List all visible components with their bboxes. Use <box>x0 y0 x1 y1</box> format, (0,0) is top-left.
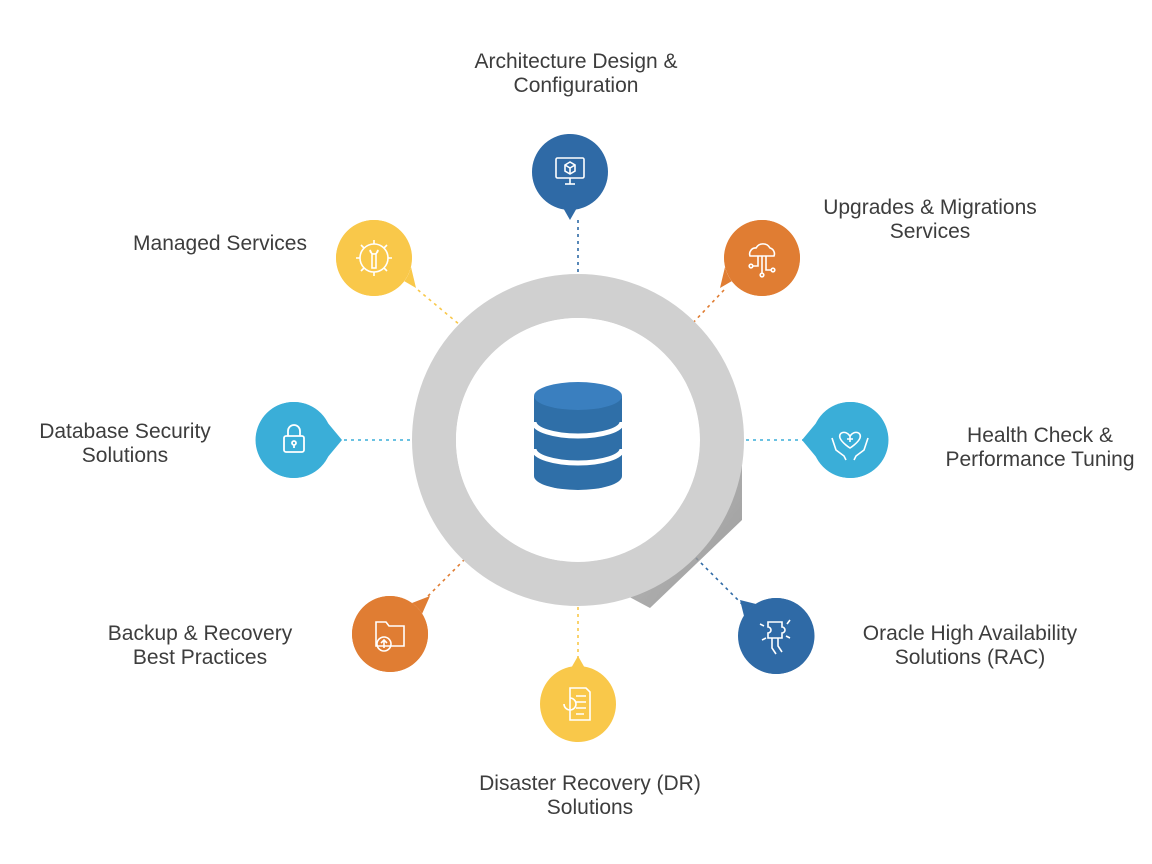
label-backup-line2: Best Practices <box>132 646 268 669</box>
puzzle-hand-icon <box>759 619 791 655</box>
label-upgrades: Upgrades & Migrations Services <box>790 196 1070 244</box>
folder-upload-icon <box>375 621 405 652</box>
label-architecture-line1: Architecture Design & <box>474 50 678 73</box>
label-oracle-line2: Solutions (RAC) <box>894 646 1046 669</box>
lock-icon <box>283 424 305 453</box>
connector-lines <box>344 220 812 660</box>
connector-oracle <box>695 557 743 605</box>
document-recovery-icon <box>563 687 591 721</box>
label-oracle: Oracle High Availability Solutions (RAC) <box>830 622 1110 670</box>
label-health-line2: Performance Tuning <box>945 448 1135 471</box>
monitor-cube-icon <box>555 157 585 185</box>
label-architecture: Architecture Design & Configuration <box>426 50 726 98</box>
heart-hands-icon <box>831 431 869 461</box>
label-health: Health Check & Performance Tuning <box>930 424 1150 472</box>
node-dbsecurity[interactable] <box>255 401 342 478</box>
label-dr: Disaster Recovery (DR) Solutions <box>440 772 740 820</box>
label-dbsecurity-line2: Solutions <box>81 444 169 467</box>
connector-upgrades <box>689 289 725 327</box>
connector-backup <box>427 555 469 597</box>
database-icon <box>531 382 625 490</box>
label-dr-line1: Disaster Recovery (DR) <box>479 772 701 795</box>
cloud-network-icon <box>748 243 776 278</box>
label-managed-line1: Managed Services <box>133 232 307 255</box>
node-oracle[interactable] <box>738 597 815 674</box>
node-upgrades[interactable] <box>720 220 800 296</box>
connector-managed <box>417 289 467 331</box>
node-backup[interactable] <box>352 596 430 672</box>
label-backup-line1: Backup & Recovery <box>107 622 293 645</box>
label-dbsecurity: Database Security Solutions <box>10 420 240 468</box>
label-upgrades-line1: Upgrades & Migrations <box>823 196 1037 219</box>
label-upgrades-line2: Services <box>889 220 971 243</box>
label-dbsecurity-line1: Database Security <box>39 420 211 443</box>
label-architecture-line2: Configuration <box>513 74 639 97</box>
node-health[interactable] <box>802 401 889 478</box>
node-dr[interactable] <box>540 656 616 743</box>
label-oracle-line1: Oracle High Availability <box>862 622 1078 645</box>
label-health-line1: Health Check & <box>967 424 1113 447</box>
label-dr-line2: Solutions <box>546 796 634 819</box>
label-managed: Managed Services <box>100 232 340 256</box>
label-backup: Backup & Recovery Best Practices <box>70 622 330 670</box>
gear-wrench-icon <box>356 240 392 276</box>
node-architecture[interactable] <box>532 133 608 221</box>
node-managed[interactable] <box>336 220 416 296</box>
